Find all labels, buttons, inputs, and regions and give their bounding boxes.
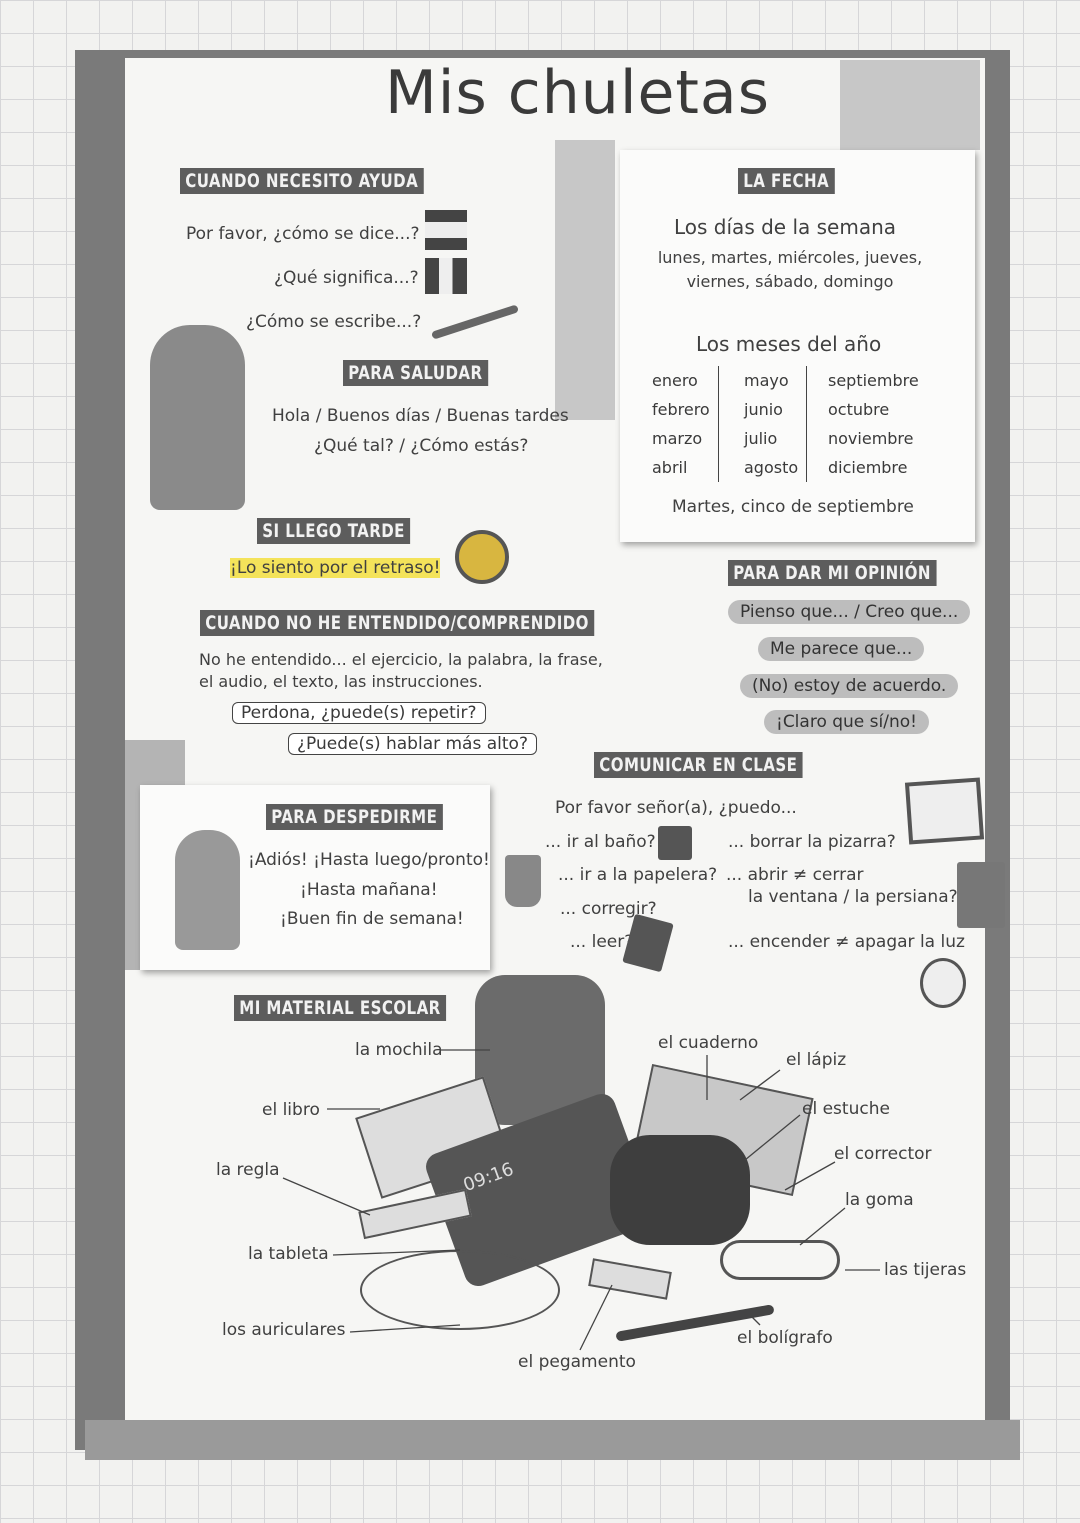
mes: abril	[652, 458, 688, 477]
opinion-bubble: (No) estoy de acuerdo.	[740, 674, 959, 698]
mes: octubre	[828, 400, 890, 419]
clase-left: ... ir al baño?	[545, 832, 656, 852]
heading-fecha: LA FECHA	[738, 168, 835, 194]
clase-right: la ventana / la persiana?	[748, 887, 958, 907]
label-corrector: el corrector	[834, 1144, 932, 1164]
opinion-bubble: ¡Claro que sí/no!	[764, 710, 929, 734]
mes: mayo	[744, 371, 789, 390]
fecha-ejemplo: Martes, cinco de septiembre	[672, 497, 914, 517]
label-lapiz: el lápiz	[786, 1050, 847, 1070]
heading-saludar: PARA SALUDAR	[343, 360, 488, 386]
heading-opinion: PARA DAR MI OPINIÓN	[728, 560, 937, 586]
window-icon	[957, 862, 1005, 928]
heading-tarde: SI LLEGO TARDE	[257, 518, 411, 544]
opinion-bubble: Me parece que...	[758, 637, 925, 661]
mes: junio	[744, 400, 783, 419]
clase-right: ... borrar la pizarra?	[728, 832, 896, 852]
heading-despedirme: PARA DESPEDIRME	[266, 804, 443, 830]
label-mochila: la mochila	[355, 1040, 443, 1060]
page-title: Mis chuletas	[385, 58, 770, 128]
clase-left: ... corregir?	[560, 899, 657, 919]
label-cuaderno: el cuaderno	[658, 1033, 759, 1053]
mes: enero	[652, 371, 698, 390]
heading-ayuda: CUANDO NECESITO AYUDA	[180, 168, 424, 194]
pencil-case-illustration	[610, 1135, 750, 1245]
despedirme-line: ¡Hasta mañana!	[300, 880, 438, 900]
label-goma: la goma	[845, 1190, 914, 1210]
girl-illustration	[175, 830, 240, 950]
saludar-line: Hola / Buenos días / Buenas tardes	[272, 406, 569, 426]
mes: agosto	[744, 458, 799, 477]
earphones-illustration	[360, 1250, 560, 1330]
mes: diciembre	[828, 458, 908, 477]
dias-line: lunes, martes, miércoles, jueves,	[657, 248, 923, 267]
tarde-line: ¡Lo siento por el retraso!	[230, 558, 441, 578]
heading-material: MI MATERIAL ESCOLAR	[234, 995, 446, 1021]
torn-paper	[555, 140, 615, 420]
heading-entendido: CUANDO NO HE ENTENDIDO/COMPRENDIDO	[200, 610, 595, 636]
mes: septiembre	[828, 371, 919, 390]
opinion-bubble: Pienso que... / Creo que...	[728, 600, 971, 624]
toilet-icon	[658, 826, 692, 860]
label-tableta: la tableta	[248, 1244, 329, 1264]
clase-left: ... leer?	[570, 932, 634, 952]
mes: noviembre	[828, 429, 914, 448]
ayuda-line: Por favor, ¿cómo se dice...?	[186, 224, 420, 244]
label-estuche: el estuche	[802, 1099, 890, 1119]
label-regla: la regla	[216, 1160, 280, 1180]
clase-intro: Por favor señor(a), ¿puedo...	[555, 798, 797, 818]
speech-bubble: Perdona, ¿puede(s) repetir?	[232, 702, 486, 724]
mes: julio	[744, 429, 778, 448]
torn-paper	[840, 60, 980, 150]
meses-column: mayo junio julio agosto	[744, 366, 808, 482]
speech-bubble: ¿Puede(s) hablar más alto?	[288, 733, 537, 755]
clase-right: ... abrir ≠ cerrar	[726, 865, 864, 885]
meses-column: enero febrero marzo abril	[652, 366, 719, 482]
mes: febrero	[652, 400, 710, 419]
saludar-line: ¿Qué tal? / ¿Cómo estás?	[314, 436, 529, 456]
dias-title: Los días de la semana	[674, 215, 897, 239]
photo-frame-bottom	[85, 1420, 1020, 1460]
scissors-illustration	[720, 1240, 840, 1280]
italy-flag-icon	[425, 258, 467, 294]
entendido-line: el audio, el texto, las instrucciones.	[199, 672, 483, 691]
wastebasket-icon	[505, 855, 541, 907]
boy-illustration	[150, 325, 245, 510]
heading-clase: COMUNICAR EN CLASE	[594, 752, 803, 778]
spain-flag-icon	[425, 210, 467, 250]
lightbulb-icon	[920, 958, 966, 1008]
entendido-line: No he entendido... el ejercicio, la pala…	[199, 650, 603, 669]
fecha-card	[620, 150, 975, 542]
clase-left: ... ir a la papelera?	[558, 865, 718, 885]
watch-icon	[455, 530, 509, 584]
meses-column: septiembre octubre noviembre diciembre	[828, 366, 919, 482]
despedirme-line: ¡Buen fin de semana!	[280, 909, 464, 929]
label-boligrafo: el bolígrafo	[737, 1328, 833, 1348]
label-auriculares: los auriculares	[222, 1320, 346, 1340]
despedirme-line: ¡Adiós! ¡Hasta luego/pronto!	[248, 850, 490, 870]
mes: marzo	[652, 429, 703, 448]
dias-line: viernes, sábado, domingo	[686, 272, 894, 291]
clase-right: ... encender ≠ apagar la luz	[728, 932, 965, 952]
label-pegamento: el pegamento	[518, 1352, 636, 1372]
ayuda-line: ¿Qué significa...?	[274, 268, 419, 288]
label-tijeras: las tijeras	[884, 1260, 967, 1280]
ayuda-line: ¿Cómo se escribe...?	[246, 312, 422, 332]
label-libro: el libro	[262, 1100, 320, 1120]
meses-title: Los meses del año	[696, 332, 882, 356]
